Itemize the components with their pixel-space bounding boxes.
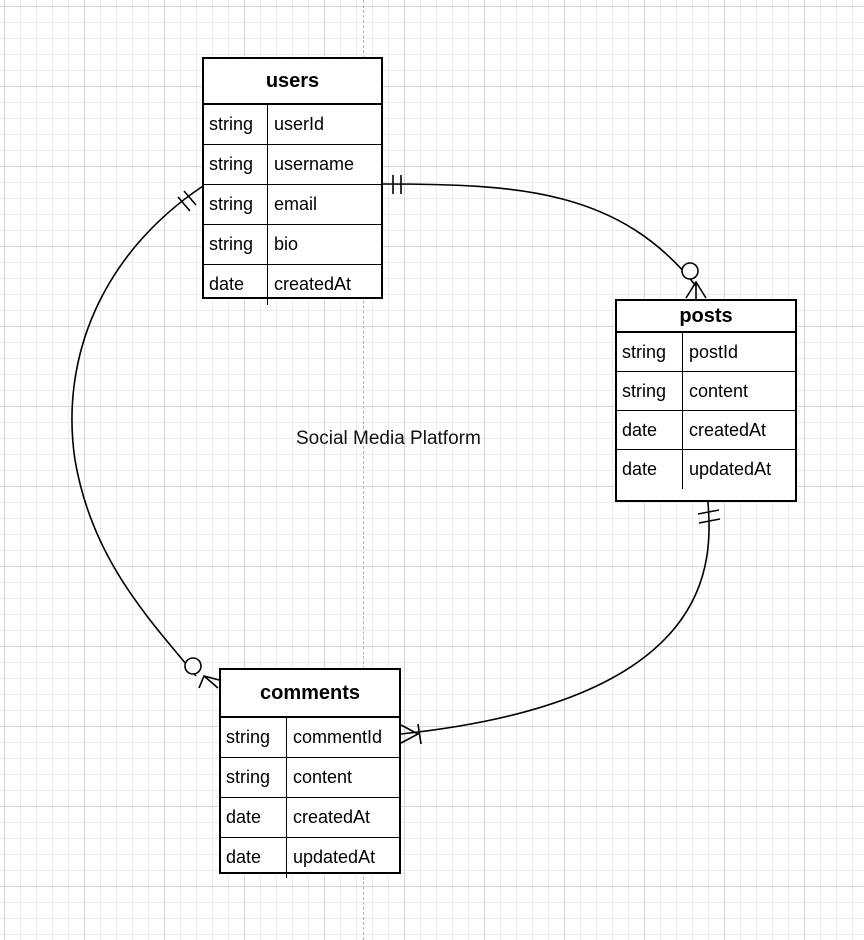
entity-comments[interactable]: comments string commentId string content… <box>219 668 401 878</box>
field-type: date <box>221 838 287 878</box>
field-type: string <box>221 718 287 757</box>
field-name: userId <box>274 114 325 134</box>
field-name: updatedAt <box>689 459 772 479</box>
edge-users-comments-mandatory-mark-1 <box>177 196 191 212</box>
diagram-title: Social Media Platform <box>296 428 481 449</box>
table-row[interactable]: string postId <box>617 333 795 372</box>
edge-users-posts[interactable] <box>382 183 697 287</box>
entity-title: posts <box>617 301 795 333</box>
table-row[interactable]: string userId <box>204 105 381 145</box>
field-type: date <box>617 450 683 489</box>
edge-posts-comments-crowfoot <box>400 724 420 744</box>
table-row[interactable]: date updatedAt <box>221 838 399 878</box>
table-row[interactable]: date createdAt <box>204 265 381 305</box>
field-name: updatedAt <box>293 847 376 867</box>
field-name: email <box>274 194 318 214</box>
entity-title: comments <box>221 670 399 718</box>
field-type: string <box>617 372 683 410</box>
edge-posts-comments-mandatory-mark-1 <box>697 509 720 515</box>
edge-posts-comments-mandatory-mark-2 <box>698 518 721 524</box>
entity-posts[interactable]: posts string postId string content date … <box>615 299 797 502</box>
table-row[interactable]: string content <box>221 758 399 798</box>
field-name: username <box>274 154 355 174</box>
table-row[interactable]: string username <box>204 145 381 185</box>
table-row[interactable]: string content <box>617 372 795 411</box>
entity-title: users <box>204 59 381 105</box>
field-name: createdAt <box>293 807 371 827</box>
field-name: createdAt <box>274 274 352 294</box>
field-name: content <box>689 381 749 401</box>
field-type: date <box>617 411 683 449</box>
edge-users-posts-zero-circle <box>681 262 699 280</box>
table-row[interactable]: date createdAt <box>617 411 795 450</box>
entity-users[interactable]: users string userId string username stri… <box>202 57 383 305</box>
table-row[interactable]: string bio <box>204 225 381 265</box>
table-row[interactable]: string commentId <box>221 718 399 758</box>
field-name: createdAt <box>689 420 767 440</box>
field-type: string <box>204 185 268 224</box>
table-row[interactable]: date updatedAt <box>617 450 795 489</box>
field-type: string <box>204 145 268 184</box>
field-type: string <box>617 333 683 371</box>
edge-users-comments[interactable] <box>71 185 204 677</box>
field-type: date <box>204 265 268 305</box>
table-row[interactable]: date createdAt <box>221 798 399 838</box>
edge-users-comments-mandatory-mark-2 <box>183 190 197 206</box>
edge-users-posts-crowfoot <box>685 280 707 299</box>
edge-users-comments-zero-circle <box>184 657 202 675</box>
field-name: bio <box>274 234 299 254</box>
edge-posts-comments[interactable] <box>400 501 710 735</box>
field-name: postId <box>689 342 739 362</box>
field-name: content <box>293 767 353 787</box>
field-type: string <box>204 105 268 144</box>
table-row[interactable]: string email <box>204 185 381 225</box>
edge-posts-comments-mandatory-mark <box>417 723 422 745</box>
vertical-guide-line <box>363 0 364 940</box>
field-name: commentId <box>293 727 383 747</box>
edge-users-comments-crowfoot <box>198 675 220 689</box>
field-type: string <box>221 758 287 797</box>
field-type: string <box>204 225 268 264</box>
field-type: date <box>221 798 287 837</box>
